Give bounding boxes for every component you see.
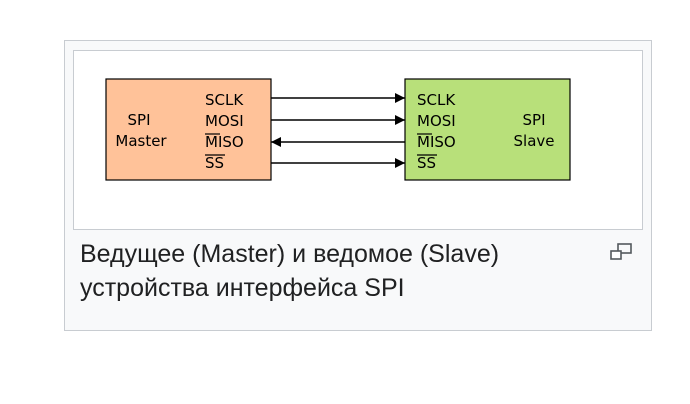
magnify-clip-icon[interactable] <box>609 242 633 262</box>
figure-caption: Ведущее (Master) и ведомое (Slave) устро… <box>80 240 500 302</box>
slave-pin-sclk: SCLK <box>417 91 456 109</box>
master-name-line1: SPI <box>128 111 151 129</box>
master-name-line2: Master <box>115 132 167 150</box>
diagram-image[interactable]: SPI Master SCLK MOSI MISO SS SCLK MOSI M… <box>73 50 643 230</box>
slave-box <box>404 78 571 181</box>
master-pin-ss: SS <box>205 154 224 172</box>
slave-name-line1: SPI <box>523 111 546 129</box>
spi-diagram: SPI Master SCLK MOSI MISO SS SCLK MOSI M… <box>105 78 571 181</box>
master-pin-miso: MISO <box>205 133 244 151</box>
slave-pin-mosi: MOSI <box>417 112 456 130</box>
master-box <box>105 78 272 181</box>
slave-pin-miso: MISO <box>417 133 456 151</box>
slave-pin-ss: SS <box>417 154 436 172</box>
master-pin-mosi: MOSI <box>205 112 244 130</box>
slave-name-line2: Slave <box>514 132 555 150</box>
master-pin-sclk: SCLK <box>205 91 244 109</box>
figure-thumbnail: SPI Master SCLK MOSI MISO SS SCLK MOSI M… <box>64 40 652 331</box>
